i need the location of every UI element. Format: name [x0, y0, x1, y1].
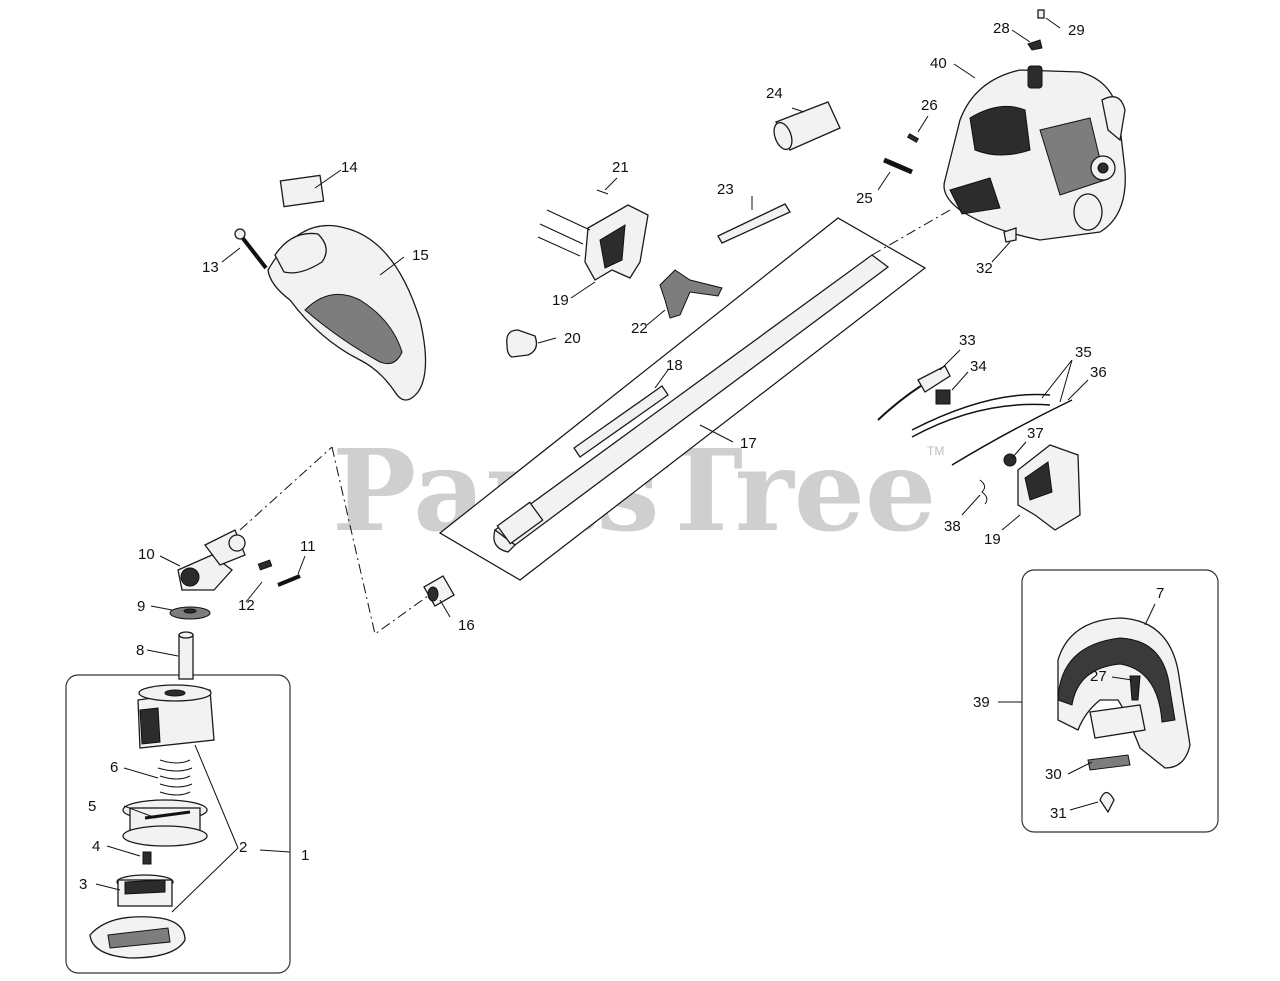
handle-clamp	[506, 189, 723, 358]
label-25: 25	[856, 190, 873, 207]
label-19-clamp: 19	[552, 292, 569, 309]
nut-32	[1003, 227, 1017, 243]
label-33: 33	[959, 332, 976, 349]
label-5: 5	[88, 798, 96, 815]
label-34: 34	[970, 358, 987, 375]
guard-decal	[279, 174, 325, 208]
label-10: 10	[138, 546, 155, 563]
throttle-assembly	[877, 365, 1081, 531]
label-28: 28	[993, 20, 1010, 37]
dashed-line-engine	[871, 209, 951, 256]
grip	[717, 101, 920, 244]
coupler	[423, 575, 455, 607]
label-11: 11	[300, 538, 316, 555]
label-39: 39	[973, 694, 990, 711]
label-8: 8	[136, 642, 144, 659]
label-23: 23	[717, 181, 734, 198]
label-35: 35	[1075, 344, 1092, 361]
loop-handle	[1057, 617, 1191, 814]
label-36: 36	[1090, 364, 1107, 381]
label-31: 31	[1050, 805, 1067, 822]
label-6: 6	[110, 759, 118, 776]
shaft-tube-assembly	[438, 217, 927, 581]
decal	[573, 385, 669, 458]
label-3: 3	[79, 876, 87, 893]
label-22: 22	[631, 320, 648, 337]
label-38: 38	[944, 518, 961, 535]
label-13: 13	[202, 259, 219, 276]
label-19-trigger: 19	[984, 531, 1001, 548]
label-20: 20	[564, 330, 581, 347]
label-18: 18	[666, 357, 683, 374]
trademark-mark: TM	[927, 444, 944, 458]
label-40: 40	[930, 55, 947, 72]
label-12: 12	[238, 597, 255, 614]
label-21: 21	[612, 159, 629, 176]
label-15: 15	[412, 247, 429, 264]
dashed-line-coupler	[331, 446, 429, 635]
clip	[659, 269, 723, 319]
label-32: 32	[976, 260, 993, 277]
callout-labels: 1 2 3 4 5 6 7 8 9 10 11 12 13 14 15 16 1…	[79, 20, 1164, 893]
label-9: 9	[137, 598, 145, 615]
label-17: 17	[740, 435, 757, 452]
label-16: 16	[458, 617, 475, 634]
label-27: 27	[1090, 668, 1107, 685]
label-7: 7	[1156, 585, 1164, 602]
label-4: 4	[92, 838, 100, 855]
label-24: 24	[766, 85, 783, 102]
shaft-adapter	[169, 606, 211, 680]
screw-29	[1037, 9, 1045, 19]
label-14: 14	[341, 159, 358, 176]
label-29: 29	[1068, 22, 1085, 39]
washer	[506, 329, 538, 358]
engine	[943, 65, 1126, 241]
label-37: 37	[1027, 425, 1044, 442]
pin	[717, 203, 791, 244]
label-1: 1	[301, 847, 309, 864]
label-26: 26	[921, 97, 938, 114]
dashed-line-gearbox	[239, 446, 333, 531]
label-30: 30	[1045, 766, 1062, 783]
label-2: 2	[239, 839, 247, 856]
debris-guard	[234, 174, 427, 401]
spark-plug-clip	[1027, 39, 1043, 51]
leader-lines	[95, 17, 1156, 913]
trimmer-head	[89, 684, 215, 959]
gear-head	[177, 529, 301, 591]
